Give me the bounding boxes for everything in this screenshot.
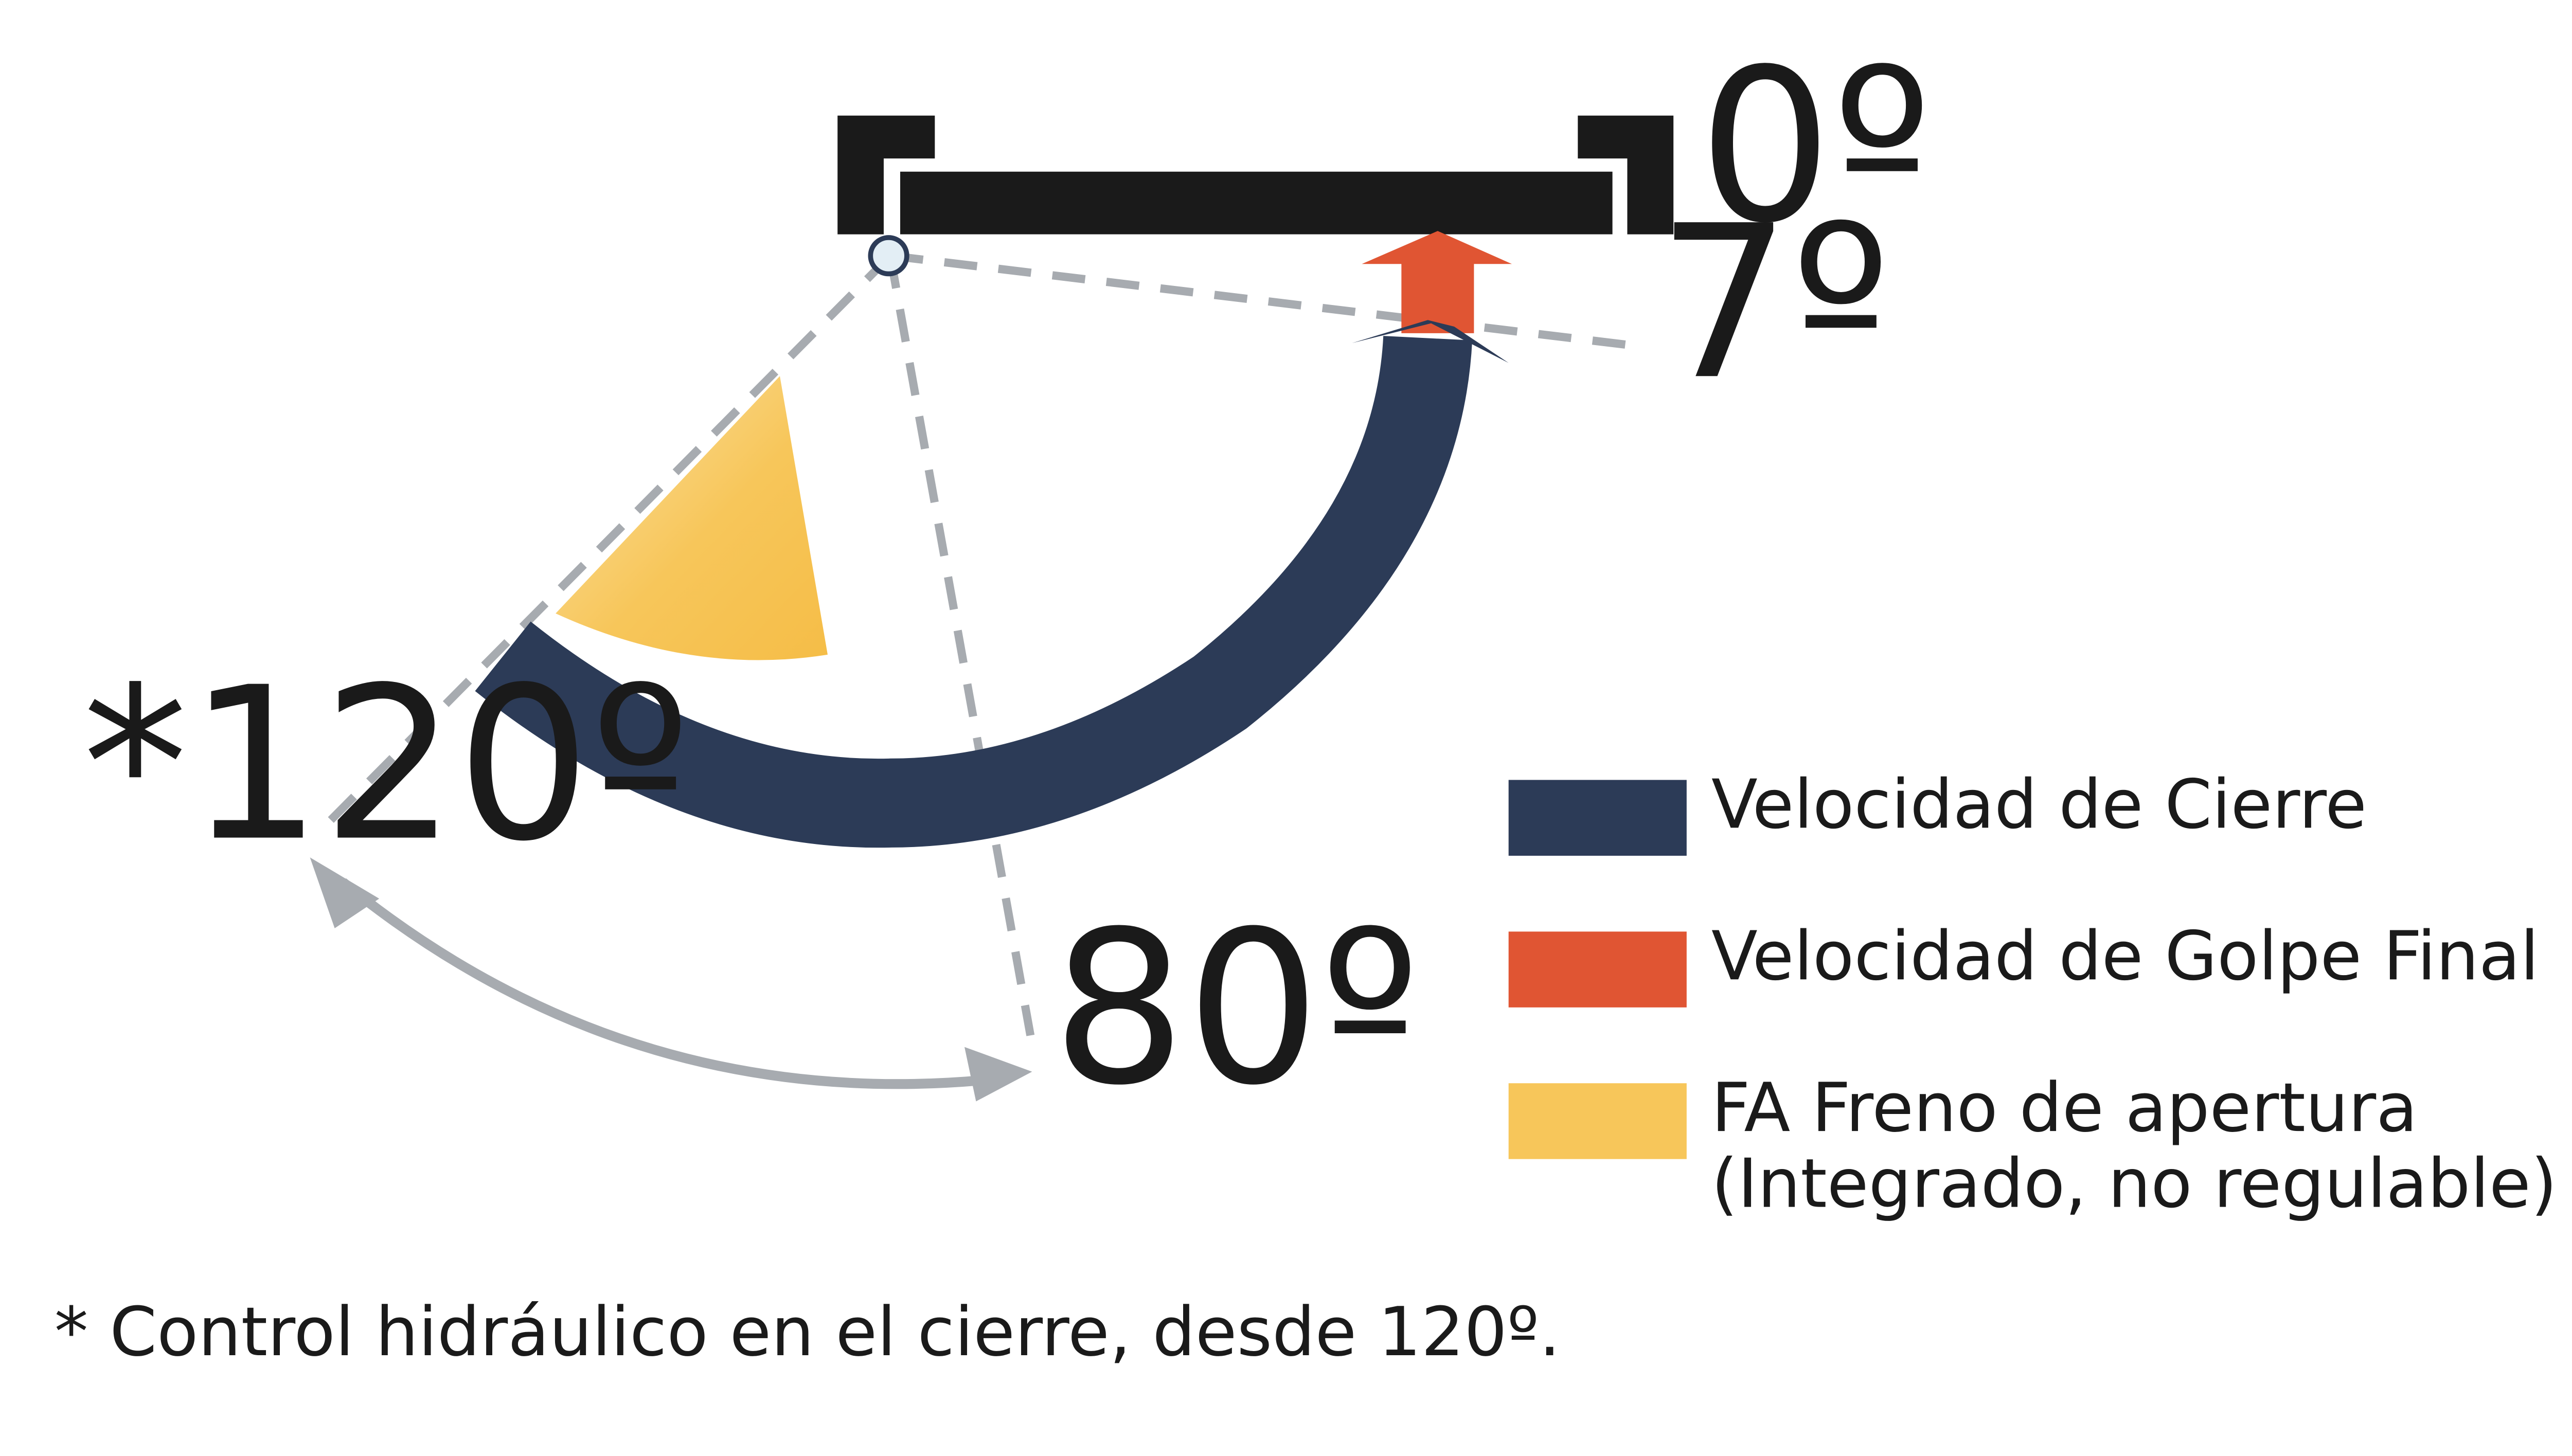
angle-label-80: 80º	[1052, 886, 1420, 1131]
angle-label-7: 7º	[1657, 180, 1890, 426]
legend-swatch-latching-speed	[1508, 931, 1687, 1008]
reference-lines	[327, 251, 1641, 1036]
line-80-degrees	[886, 255, 1035, 1036]
angle-label-120: *120º	[82, 642, 690, 888]
hinge-pivot	[868, 235, 909, 277]
legend-swatch-closing-speed	[1508, 780, 1687, 856]
line-7-degrees	[889, 251, 1641, 351]
footnote: * Control hidráulico en el cierre, desde…	[55, 1292, 1561, 1371]
legend-label-opening-brake-line2: (Integrado, no regulable)	[1711, 1144, 2557, 1223]
line-120-degrees	[327, 253, 894, 824]
door-frame	[837, 115, 1674, 235]
legend-label-opening-brake-line1: FA Freno de apertura	[1711, 1068, 2418, 1147]
legend-swatch-opening-brake	[1508, 1083, 1687, 1159]
range-arrow-head-left	[310, 857, 380, 928]
opening-brake-sector	[556, 376, 828, 660]
latching-speed-arrow	[1362, 231, 1512, 333]
legend: Velocidad de Cierre Velocidad de Golpe F…	[1508, 765, 2557, 1223]
legend-label-latching-speed: Velocidad de Golpe Final	[1711, 916, 2539, 995]
legend-label-closing-speed: Velocidad de Cierre	[1711, 765, 2367, 843]
range-arrow	[310, 857, 1032, 1102]
angle-label-0: 0º	[1698, 24, 1932, 269]
frame-right-jamb	[1578, 115, 1674, 235]
frame-left-jamb	[837, 115, 935, 235]
range-arrow-head-right	[964, 1047, 1032, 1102]
door-leaf	[900, 171, 1613, 235]
closing-speed-arc	[475, 335, 1473, 848]
